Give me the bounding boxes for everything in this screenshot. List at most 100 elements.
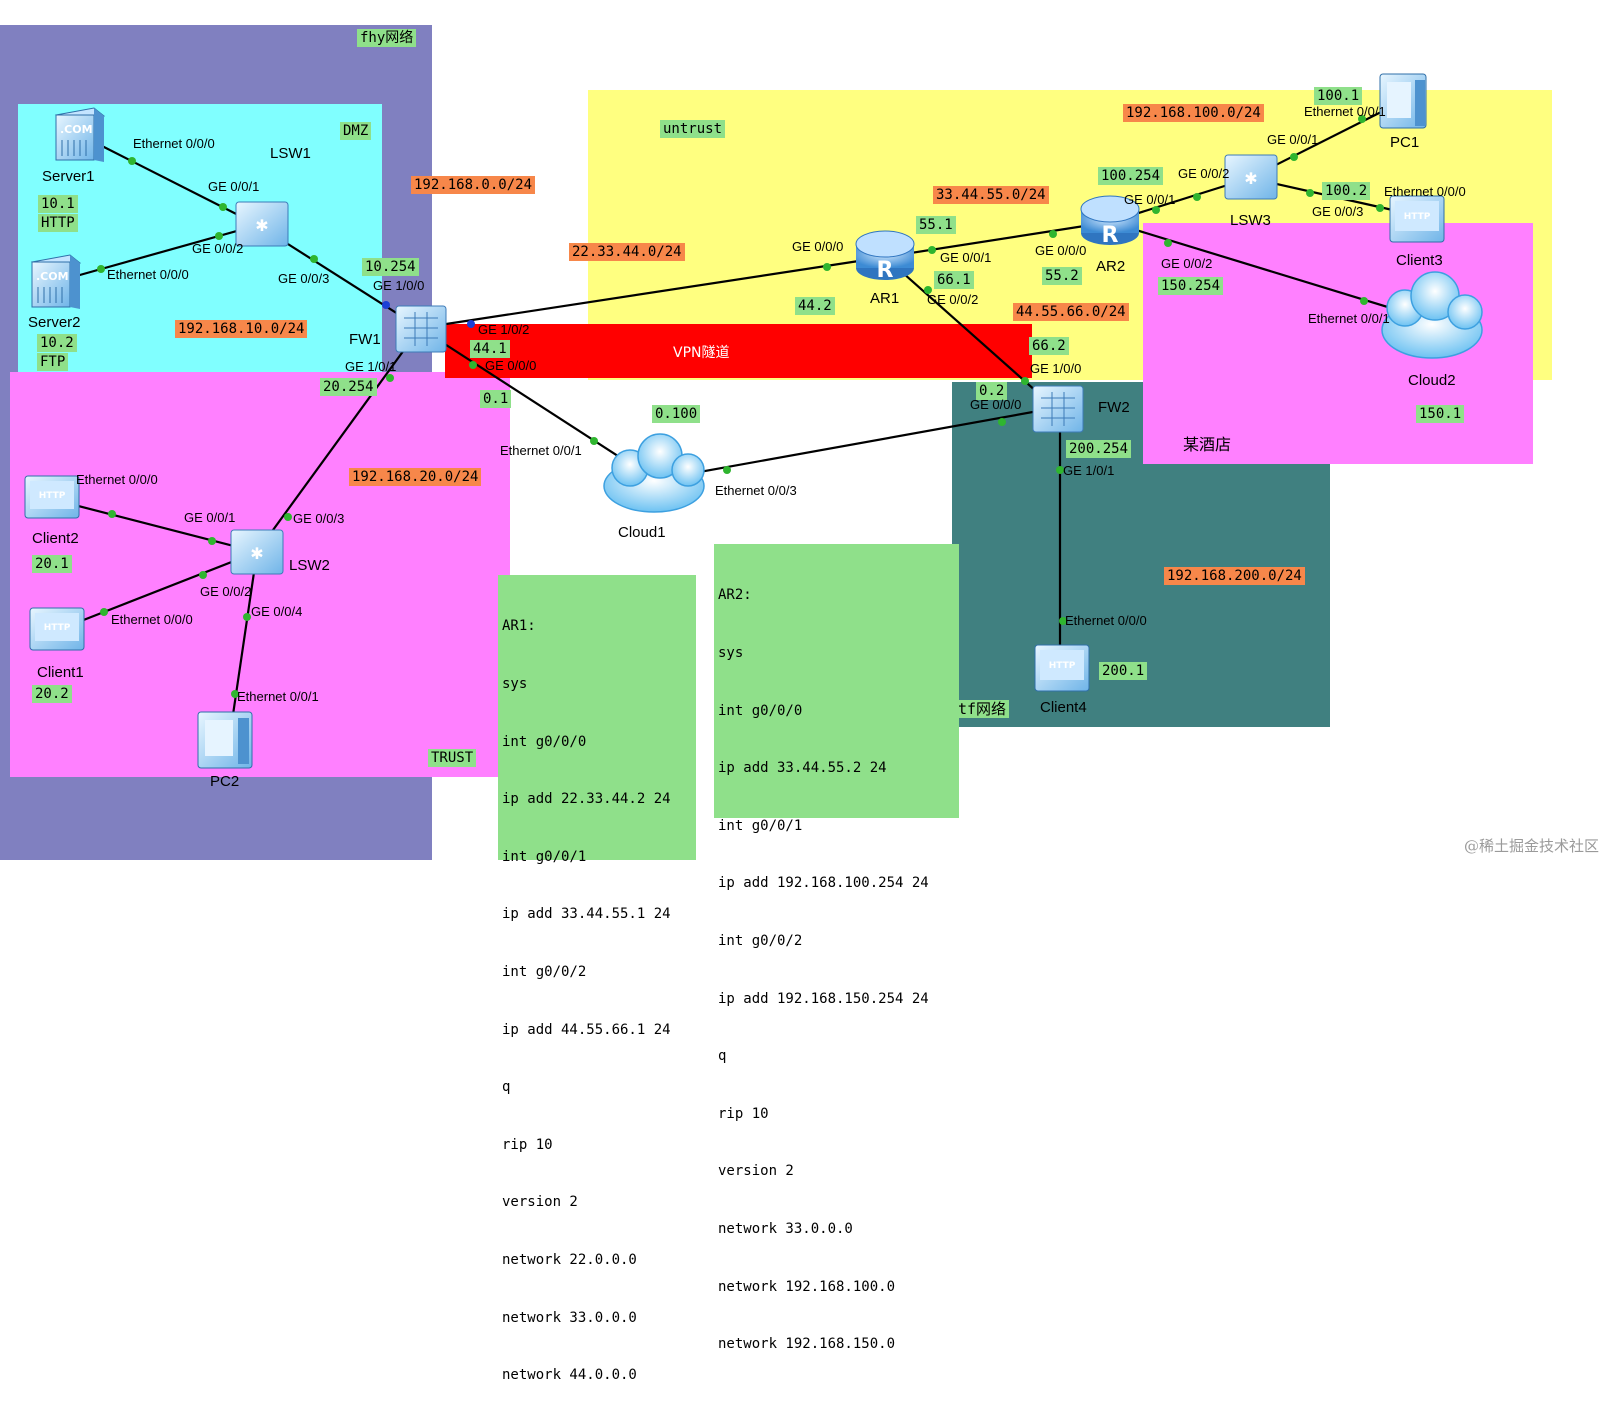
ar2-config-block: AR2: sys int g0/0/0 ip add 33.44.55.2 24… bbox=[714, 544, 959, 1352]
ar1-config-line: AR1: bbox=[502, 618, 536, 635]
subnet-192-168-100: 192.168.100.0/24 bbox=[1123, 104, 1264, 122]
addr-150-254: 150.254 bbox=[1158, 277, 1224, 295]
subnet-44-55-66: 44.55.66.0/24 bbox=[1013, 303, 1129, 321]
ar1-icon: R bbox=[855, 230, 915, 283]
addr-66-1: 66.1 bbox=[934, 271, 974, 289]
addr-66-2: 66.2 bbox=[1029, 337, 1069, 355]
port-lsw3-ge003: GE 0/0/3 bbox=[1312, 204, 1364, 219]
lsw1-icon: ✱ bbox=[235, 201, 289, 247]
label-client1: Client1 bbox=[37, 664, 84, 681]
label-pc1: PC1 bbox=[1390, 134, 1420, 151]
ar1-config-line: network 22.0.0.0 bbox=[502, 1251, 637, 1268]
label-client3: Client3 bbox=[1396, 252, 1443, 269]
port-fw1-ge102: GE 1/0/2 bbox=[478, 322, 530, 337]
lsw3-icon: ✱ bbox=[1224, 154, 1278, 200]
zone-label-tf: tf网络 bbox=[955, 700, 1010, 718]
ar1-config-line: network 44.0.0.0 bbox=[502, 1367, 637, 1384]
subnet-192-168-20: 192.168.20.0/24 bbox=[349, 468, 482, 486]
subnet-22-33-44: 22.33.44.0/24 bbox=[569, 243, 685, 261]
port-cloud2-e001: Ethernet 0/0/1 bbox=[1308, 311, 1390, 326]
port-lsw1-ge003: GE 0/0/3 bbox=[278, 271, 330, 286]
client1-icon-text: HTTP bbox=[44, 623, 71, 633]
addr-150-1: 150.1 bbox=[1416, 405, 1465, 423]
topology-links: .COM .COM ✱ ✱ ✱ R R HTTP HTTP HTTP HTTP bbox=[24, 73, 1483, 769]
addr-44-2: 44.2 bbox=[795, 297, 835, 315]
port-ar2-ge001: GE 0/0/1 bbox=[1124, 192, 1176, 207]
ar2-config-line: int g0/0/2 bbox=[718, 932, 803, 949]
ar1-config-line: int g0/0/1 bbox=[502, 848, 587, 865]
addr-20-2: 20.2 bbox=[32, 685, 72, 703]
label-lsw1: LSW1 bbox=[270, 145, 311, 162]
port-lsw2-ge002: GE 0/0/2 bbox=[200, 584, 252, 599]
client2-icon: HTTP bbox=[24, 475, 80, 519]
addr-44-1: 44.1 bbox=[470, 340, 510, 358]
port-client1-e000: Ethernet 0/0/0 bbox=[111, 612, 193, 627]
label-lsw3: LSW3 bbox=[1230, 212, 1271, 229]
addr-10-254: 10.254 bbox=[362, 258, 419, 276]
ar1-config-line: ip add 44.55.66.1 24 bbox=[502, 1021, 671, 1038]
svg-text:✱: ✱ bbox=[250, 544, 263, 563]
port-lsw3-ge002: GE 0/0/2 bbox=[1178, 166, 1230, 181]
addr-10-1: 10.1 bbox=[38, 195, 78, 213]
label-ar2: AR2 bbox=[1096, 258, 1126, 275]
ar1-icon-text: R bbox=[877, 258, 894, 283]
port-fw2-ge000: GE 0/0/0 bbox=[970, 397, 1022, 412]
port-lsw3-ge001: GE 0/0/1 bbox=[1267, 132, 1319, 147]
label-cloud1: Cloud1 bbox=[618, 524, 666, 541]
addr-200-1: 200.1 bbox=[1099, 662, 1148, 680]
port-client2-e000: Ethernet 0/0/0 bbox=[76, 472, 158, 487]
ar2-config-line: int g0/0/1 bbox=[718, 817, 803, 834]
port-cloud1-e003: Ethernet 0/0/3 bbox=[715, 483, 797, 498]
addr-20-254: 20.254 bbox=[320, 378, 377, 396]
addr-100-254: 100.254 bbox=[1098, 167, 1164, 185]
label-client4: Client4 bbox=[1040, 699, 1087, 716]
server1-icon-text: .COM bbox=[60, 123, 93, 136]
client4-icon-text: HTTP bbox=[1049, 661, 1076, 671]
ar1-config-block: AR1: sys int g0/0/0 ip add 22.33.44.2 24… bbox=[498, 575, 696, 1383]
port-lsw2-ge001: GE 0/0/1 bbox=[184, 510, 236, 525]
fw1-icon bbox=[395, 305, 447, 353]
port-lsw2-ge004: GE 0/0/4 bbox=[251, 604, 303, 619]
server2-icon-text: .COM bbox=[36, 270, 69, 283]
port-client4-e000: Ethernet 0/0/0 bbox=[1065, 613, 1147, 628]
ar2-config-line: network 192.168.150.0 bbox=[718, 1336, 896, 1353]
ar2-config-line: AR2: bbox=[718, 587, 752, 604]
client1-icon: HTTP bbox=[29, 607, 85, 651]
ar2-config-line: network 192.168.100.0 bbox=[718, 1278, 896, 1295]
port-server2-e000: Ethernet 0/0/0 bbox=[107, 267, 189, 282]
client3-icon-text: HTTP bbox=[1404, 212, 1431, 222]
ar1-config-line: int g0/0/0 bbox=[502, 733, 587, 750]
zone-label-fhy: fhy网络 bbox=[357, 29, 417, 47]
addr-200-254: 200.254 bbox=[1066, 440, 1132, 458]
port-pc2-e001: Ethernet 0/0/1 bbox=[237, 689, 319, 704]
port-fw1-ge101: GE 1/0/1 bbox=[345, 359, 397, 374]
port-client3-e000: Ethernet 0/0/0 bbox=[1384, 184, 1466, 199]
addr-55-2: 55.2 bbox=[1042, 267, 1082, 285]
zone-label-trust: TRUST bbox=[428, 749, 477, 767]
port-ar1-ge002: GE 0/0/2 bbox=[927, 292, 979, 307]
port-fw2-ge101: GE 1/0/1 bbox=[1063, 463, 1115, 478]
addr-20-1: 20.1 bbox=[32, 555, 72, 573]
zone-vpn bbox=[445, 324, 1032, 378]
ar1-config-line: version 2 bbox=[502, 1194, 578, 1211]
port-fw1-ge000: GE 0/0/0 bbox=[485, 358, 537, 373]
port-ar1-ge000: GE 0/0/0 bbox=[792, 239, 844, 254]
ar1-config-line: rip 10 bbox=[502, 1136, 553, 1153]
vpn-tunnel-label: VPN隧道 bbox=[673, 345, 730, 361]
addr-100-1: 100.1 bbox=[1314, 87, 1363, 105]
port-fw1-ge100: GE 1/0/0 bbox=[373, 278, 425, 293]
client2-icon-text: HTTP bbox=[39, 491, 66, 501]
cloud1-icon bbox=[603, 433, 705, 513]
port-ar2-ge002: GE 0/0/2 bbox=[1161, 256, 1213, 271]
port-ar1-ge001: GE 0/0/1 bbox=[940, 250, 992, 265]
ar2-config-line: rip 10 bbox=[718, 1105, 769, 1122]
port-fw2-ge100: GE 1/0/0 bbox=[1030, 361, 1082, 376]
ar1-config-line: int g0/0/2 bbox=[502, 963, 587, 980]
port-lsw2-ge003: GE 0/0/3 bbox=[293, 511, 345, 526]
port-lsw1-ge002: GE 0/0/2 bbox=[192, 241, 244, 256]
addr-100-2: 100.2 bbox=[1322, 182, 1371, 200]
label-fw2: FW2 bbox=[1098, 399, 1130, 416]
subnet-33-44-55: 33.44.55.0/24 bbox=[933, 186, 1049, 204]
server1-icon: .COM bbox=[54, 107, 106, 162]
ar2-config-line: ip add 192.168.150.254 24 bbox=[718, 990, 929, 1007]
